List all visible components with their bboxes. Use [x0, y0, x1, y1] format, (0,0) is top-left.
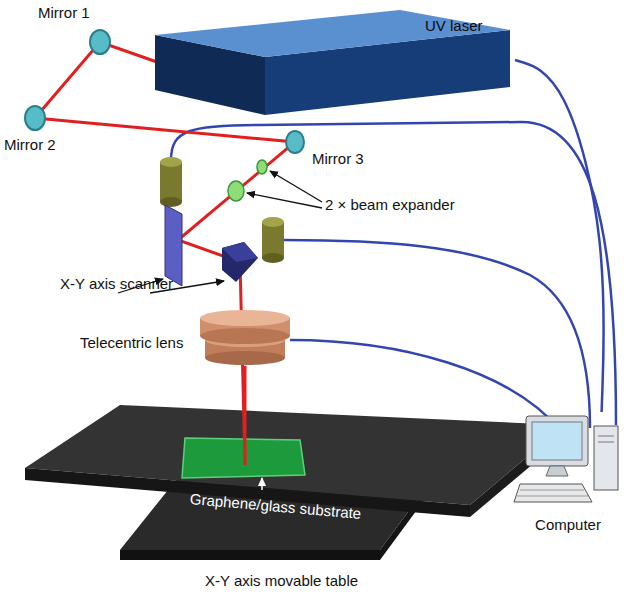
leader-arrow [247, 193, 322, 208]
xy-scanner [262, 217, 284, 227]
xy-scanner [222, 242, 258, 262]
control-cable [171, 122, 616, 430]
telecentric-lens [200, 310, 290, 365]
laser-box: UV laser [150, 5, 515, 120]
telecentric-lens [200, 328, 290, 344]
leader-arrow [270, 171, 322, 202]
xy-scanner [262, 222, 284, 258]
part-label: Telecentric lens [80, 334, 183, 352]
leader-arrow [118, 171, 322, 293]
part-label: 2 × beam expander [325, 196, 455, 214]
telecentric-lens [205, 351, 285, 365]
computer-icon [512, 412, 624, 516]
computer-icon [598, 442, 614, 443]
beam-expander [228, 181, 244, 201]
computer-icon [532, 422, 582, 460]
mirror [25, 106, 45, 130]
computer-icon [598, 436, 614, 437]
computer-icon [520, 490, 584, 491]
xy-scanner [165, 205, 182, 286]
leader-arrow [261, 478, 263, 490]
beam-expander [228, 160, 267, 201]
xy-scanner [160, 157, 284, 286]
computer-icon [514, 484, 592, 502]
computer-icon: Computer [512, 412, 624, 536]
computer-icon [517, 496, 588, 497]
laser-beam [244, 366, 247, 462]
mirror [286, 131, 304, 153]
control-cable [171, 122, 616, 425]
mirror-label: Mirror 1 [38, 4, 90, 22]
computer-icon [594, 426, 618, 490]
beam-expander [257, 160, 267, 174]
node-text: Computer [512, 516, 624, 534]
telecentric-lens [200, 310, 290, 326]
computer-icon [546, 466, 568, 476]
xy-scanner [262, 253, 284, 263]
movable-table [25, 405, 565, 505]
mirror-label: Mirror 3 [312, 150, 364, 168]
mirror [90, 30, 110, 54]
mirror-label: Mirror 2 [4, 136, 56, 154]
laser-box [155, 10, 510, 57]
node-text: UV laser [425, 17, 483, 35]
movable-table [25, 405, 565, 560]
part-label: X-Y axis movable table [205, 572, 358, 590]
xy-scanner [160, 162, 182, 202]
xy-scanner [222, 242, 258, 282]
movable-table [120, 550, 380, 560]
control-cable [515, 60, 604, 412]
control-cable [284, 240, 590, 428]
xy-scanner [160, 197, 182, 207]
xy-scanner [160, 157, 182, 167]
part-label: X-Y axis scanner [60, 275, 173, 293]
control-cable [290, 340, 560, 430]
computer-icon [526, 416, 588, 466]
